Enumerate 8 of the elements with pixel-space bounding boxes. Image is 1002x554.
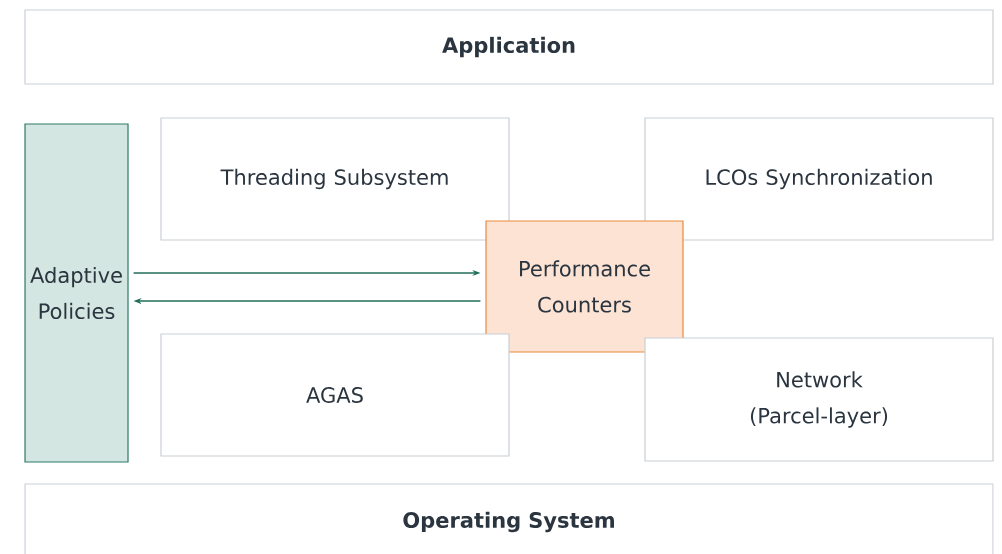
module-box: AGAS — [160, 333, 510, 457]
module-box: LCOs Synchronization — [644, 117, 994, 241]
module-box: Threading Subsystem — [160, 117, 510, 241]
module-box: Network (Parcel-layer) — [644, 337, 994, 462]
layer-box: Operating System — [24, 483, 994, 554]
layer-box: Application — [24, 9, 994, 85]
module-box: Performance Counters — [485, 220, 684, 353]
side-panel: Adaptive Policies — [24, 123, 129, 463]
